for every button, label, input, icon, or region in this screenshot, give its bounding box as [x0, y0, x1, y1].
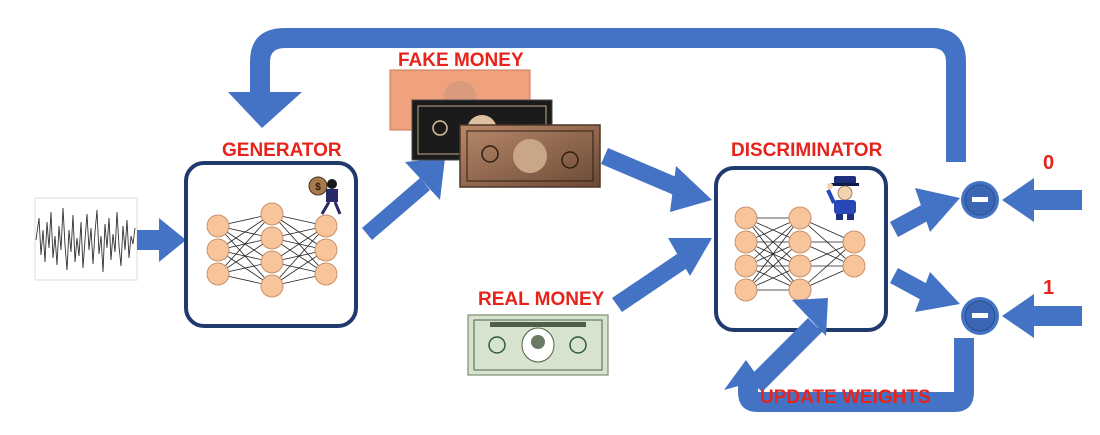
target-fake-arrow	[1002, 178, 1082, 222]
subtractor-real	[961, 297, 999, 335]
neuron-node	[734, 206, 758, 230]
neuron-node	[260, 226, 284, 250]
neuron-node	[206, 262, 230, 286]
minus-icon	[972, 197, 988, 202]
update-weights-label: UPDATE WEIGHTS	[760, 387, 931, 408]
target-fake-label: 0	[1043, 152, 1055, 174]
thief-icon: $	[308, 176, 342, 215]
target-real-arrow	[1002, 294, 1082, 338]
neuron-node	[788, 278, 812, 302]
subtractor-fake	[961, 181, 999, 219]
neuron-node	[314, 214, 338, 238]
network-connection	[217, 213, 273, 275]
noise-to-generator-arrow	[137, 218, 186, 262]
feedback-loop-arrow	[228, 28, 966, 162]
neuron-node	[734, 278, 758, 302]
discriminator-label: DISCRIMINATOR	[731, 140, 883, 161]
discriminator-to-real-output-arrow	[890, 268, 960, 312]
real-money-to-discriminator-arrow	[612, 238, 712, 312]
generator-label: GENERATOR	[222, 140, 342, 161]
network-connection	[745, 217, 801, 267]
generator-to-fake-money-arrow	[362, 158, 445, 240]
network-connection	[799, 241, 855, 291]
neuron-node	[842, 230, 866, 254]
police-officer-icon	[826, 176, 859, 220]
real-money-bill	[467, 314, 609, 376]
dollar-bill-icon	[459, 124, 601, 188]
network-connection	[271, 225, 327, 287]
neuron-node	[260, 250, 284, 274]
minus-icon	[972, 313, 988, 318]
target-real-label: 1	[1043, 277, 1055, 299]
discriminator-network	[734, 206, 866, 302]
real-money-label: REAL MONEY	[478, 289, 605, 310]
neuron-node	[314, 238, 338, 262]
neuron-node	[734, 230, 758, 254]
svg-text:$: $	[315, 182, 321, 193]
fake-money-to-discriminator-arrow	[601, 148, 712, 212]
neuron-node	[842, 254, 866, 278]
fake-money-label: FAKE MONEY	[398, 50, 524, 71]
update-weights-arrow	[724, 298, 974, 412]
neuron-node	[260, 202, 284, 226]
network-connection	[745, 217, 801, 291]
discriminator-box	[714, 166, 888, 332]
fake-money-bills	[389, 69, 601, 188]
generator-network	[206, 202, 338, 298]
neuron-node	[734, 254, 758, 278]
generator-box: $	[184, 161, 358, 328]
neuron-node	[788, 206, 812, 230]
neuron-node	[206, 238, 230, 262]
network-connection	[745, 241, 801, 291]
neuron-node	[206, 214, 230, 238]
neuron-node	[260, 274, 284, 298]
dollar-bill-icon	[467, 314, 609, 376]
neuron-node	[788, 254, 812, 278]
neuron-node	[314, 262, 338, 286]
neuron-node	[788, 230, 812, 254]
noise-signal-icon	[34, 197, 138, 281]
discriminator-to-fake-output-arrow	[890, 188, 960, 237]
